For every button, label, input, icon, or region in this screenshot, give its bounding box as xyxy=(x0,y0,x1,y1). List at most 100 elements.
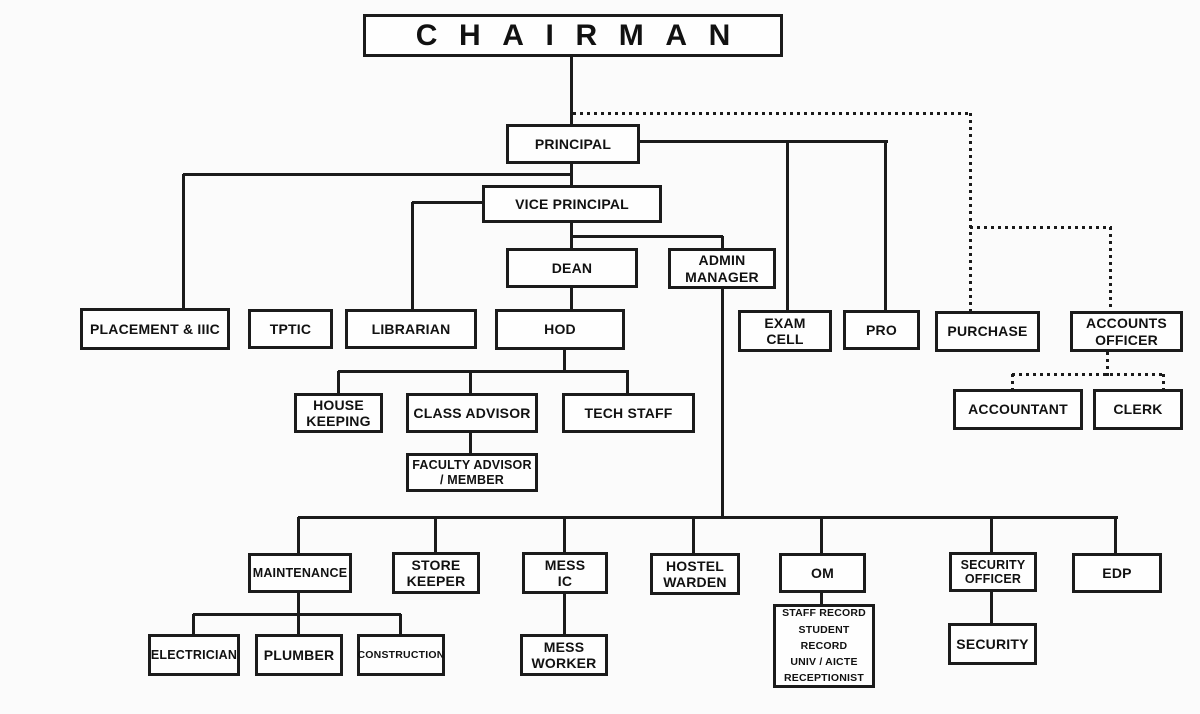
node-label-house-keeping: HOUSE KEEPING xyxy=(306,396,371,429)
node-label-placement-iiic: PLACEMENT & IIIC xyxy=(90,320,220,337)
connector-hod-to-children-line xyxy=(338,370,629,373)
node-tptic: TPTIC xyxy=(248,309,333,349)
node-label-security-officer: SECURITY OFFICER xyxy=(960,557,1026,586)
connector-admin-manager-to-bottom-row-line xyxy=(990,517,993,553)
node-chairman: CHAIRMAN xyxy=(363,14,783,57)
node-placement-iiic: PLACEMENT & IIIC xyxy=(80,308,230,350)
node-label-maintenance: MAINTENANCE xyxy=(252,565,348,580)
node-label-librarian: LIBRARIAN xyxy=(371,320,451,337)
node-principal: PRINCIPAL xyxy=(506,124,640,164)
connector-maintenance-to-children-line xyxy=(192,614,195,635)
node-label-accountant: ACCOUNTANT xyxy=(968,401,1068,418)
node-plumber: PLUMBER xyxy=(255,634,343,676)
node-label-accounts-officer: ACCOUNTS OFFICER xyxy=(1086,315,1167,348)
node-dean: DEAN xyxy=(506,248,638,288)
node-label-construction: CONSTRUCTION xyxy=(357,648,445,661)
connector-vice-principal-to-librarian-line xyxy=(411,202,414,310)
connector-admin-manager-to-bottom-row-line xyxy=(820,517,823,554)
connector-admin-manager-to-bottom-row-line xyxy=(563,517,566,553)
connector-security-officer-to-security-line xyxy=(990,592,993,624)
node-label-tptic: TPTIC xyxy=(269,320,312,337)
connector-hod-to-children-line xyxy=(626,371,629,394)
connector-mess-ic-to-mess-worker-line xyxy=(563,594,566,635)
connector-admin-manager-to-bottom-row-line xyxy=(298,516,1118,519)
connector-principal-to-pro-line xyxy=(884,141,887,311)
node-hod: HOD xyxy=(495,309,625,350)
node-construction: CONSTRUCTION xyxy=(357,634,445,676)
node-accountant: ACCOUNTANT xyxy=(953,389,1083,430)
node-clerk: CLERK xyxy=(1093,389,1183,430)
connector-accounts-officer-to-staff-dotted-line xyxy=(1011,374,1014,390)
connector-class-advisor-to-faculty-advisor-line xyxy=(469,433,472,454)
connector-vice-principal-to-librarian-line xyxy=(412,201,484,204)
connector-principal-to-exam-cell-line xyxy=(640,140,888,143)
node-exam-cell: EXAM CELL xyxy=(738,310,832,352)
connector-admin-manager-to-bottom-row-line xyxy=(297,517,300,554)
node-label-security: SECURITY xyxy=(956,635,1029,652)
connector-accounts-officer-to-staff-dotted-line xyxy=(1162,374,1165,390)
connector-hod-to-children-line xyxy=(563,350,566,373)
node-librarian: LIBRARIAN xyxy=(345,309,477,349)
node-class-advisor: CLASS ADVISOR xyxy=(406,393,538,433)
node-label-exam-cell: EXAM CELL xyxy=(764,314,806,347)
node-label-hod: HOD xyxy=(544,321,576,338)
connector-branch-to-accounts-officer-dotted-line xyxy=(970,226,1112,229)
node-label-edp: EDP xyxy=(1102,564,1132,581)
node-purchase: PURCHASE xyxy=(935,311,1040,352)
node-security: SECURITY xyxy=(948,623,1037,665)
node-label-hostel-warden: HOSTEL WARDEN xyxy=(663,557,727,590)
node-security-officer: SECURITY OFFICER xyxy=(949,552,1037,592)
node-label-mess-worker: MESS WORKER xyxy=(531,638,597,671)
node-admin-manager: ADMIN MANAGER xyxy=(668,248,776,289)
connector-principal-to-placement-iiic-line xyxy=(183,173,573,176)
node-pro: PRO xyxy=(843,310,920,350)
connector-chairman-to-purchase-dotted-line xyxy=(573,112,972,115)
node-vice-principal: VICE PRINCIPAL xyxy=(482,185,662,223)
connector-hod-to-children-line xyxy=(469,371,472,394)
node-label-om-records: STAFF RECORD STUDENT RECORD UNIV / AICTE… xyxy=(782,607,866,685)
node-mess-worker: MESS WORKER xyxy=(520,634,608,676)
node-label-om: OM xyxy=(811,564,834,581)
node-store-keeper: STORE KEEPER xyxy=(392,552,480,594)
node-label-admin-manager: ADMIN MANAGER xyxy=(685,252,759,285)
connector-chairman-to-purchase-dotted-line xyxy=(969,113,972,312)
node-om: OM xyxy=(779,553,866,593)
node-label-chairman: CHAIRMAN xyxy=(415,18,752,52)
node-label-mess-ic: MESS IC xyxy=(544,556,586,589)
connector-accounts-officer-to-staff-dotted-line xyxy=(1106,352,1109,376)
node-label-class-advisor: CLASS ADVISOR xyxy=(413,404,531,421)
connector-maintenance-to-children-line xyxy=(399,614,402,635)
connector-admin-manager-to-bottom-row-line xyxy=(721,288,724,519)
connector-admin-manager-to-bottom-row-line xyxy=(434,517,437,553)
node-label-dean: DEAN xyxy=(551,259,593,276)
node-label-electrician: ELECTRICIAN xyxy=(150,647,238,662)
node-house-keeping: HOUSE KEEPING xyxy=(294,393,383,433)
node-label-pro: PRO xyxy=(866,321,897,338)
connector-vice-principal-to-dean-admin-line xyxy=(721,236,724,249)
node-electrician: ELECTRICIAN xyxy=(148,634,240,676)
node-edp: EDP xyxy=(1072,553,1162,593)
node-om-records: STAFF RECORD STUDENT RECORD UNIV / AICTE… xyxy=(773,604,875,688)
connector-principal-to-exam-cell-line xyxy=(786,141,789,311)
connector-om-to-records-line xyxy=(820,593,823,605)
node-label-faculty-advisor: FACULTY ADVISOR / MEMBER xyxy=(412,458,532,487)
connector-principal-to-placement-iiic-line xyxy=(182,174,185,310)
node-label-principal: PRINCIPAL xyxy=(534,135,612,152)
node-label-vice-principal: VICE PRINCIPAL xyxy=(515,195,629,212)
node-tech-staff: TECH STAFF xyxy=(562,393,695,433)
node-maintenance: MAINTENANCE xyxy=(248,553,352,593)
node-mess-ic: MESS IC xyxy=(522,552,608,594)
node-label-tech-staff: TECH STAFF xyxy=(584,404,673,421)
connector-vice-principal-to-dean-admin-line xyxy=(571,235,723,238)
connector-maintenance-to-children-line xyxy=(297,614,300,635)
node-label-plumber: PLUMBER xyxy=(263,646,335,663)
node-label-purchase: PURCHASE xyxy=(947,323,1028,340)
node-label-clerk: CLERK xyxy=(1113,401,1163,418)
connector-maintenance-to-children-line xyxy=(297,593,300,616)
connector-chairman-to-principal-line xyxy=(570,56,573,125)
node-faculty-advisor: FACULTY ADVISOR / MEMBER xyxy=(406,453,538,492)
connector-branch-to-accounts-officer-dotted-line xyxy=(1109,227,1112,312)
node-hostel-warden: HOSTEL WARDEN xyxy=(650,553,740,595)
connector-dean-to-hod-line xyxy=(570,288,573,310)
